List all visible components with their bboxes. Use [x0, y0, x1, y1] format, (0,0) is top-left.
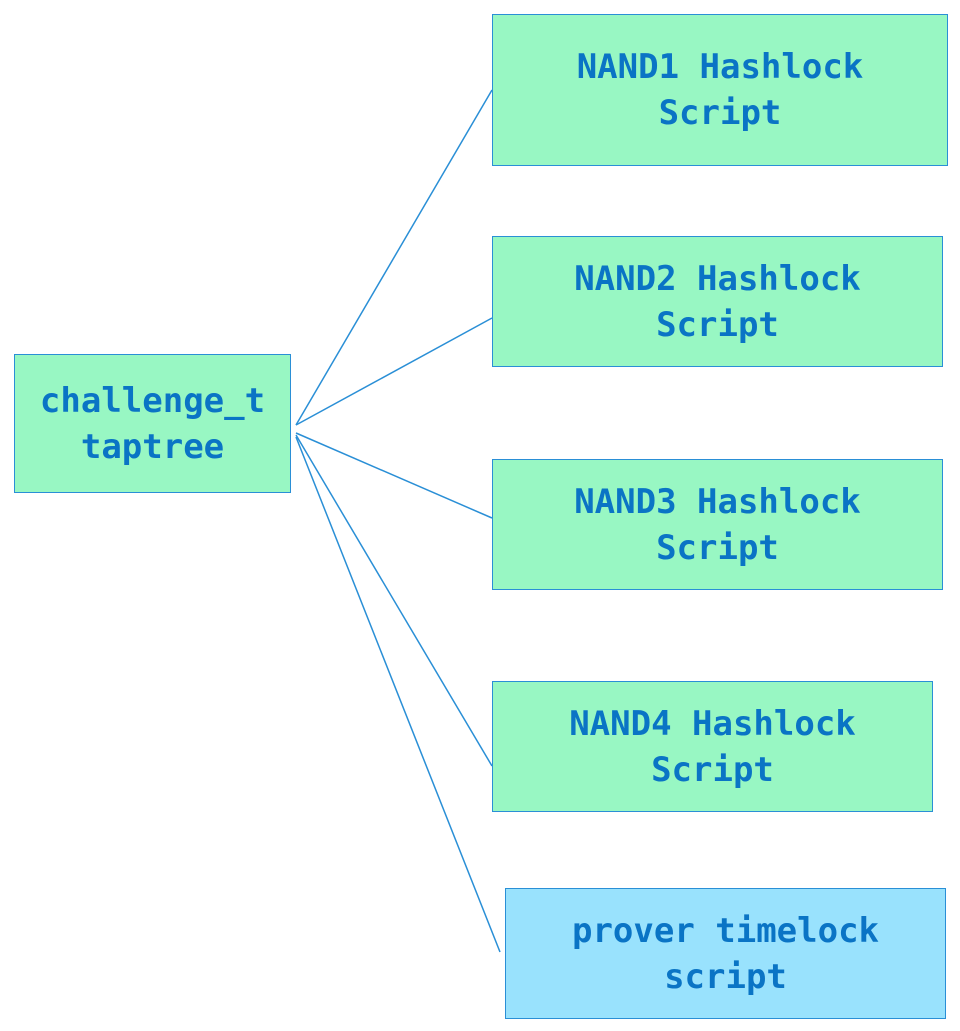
node-label-line2: Script: [656, 527, 779, 568]
node-label-line2: Script: [658, 93, 782, 133]
edge-root-nand4: [295, 434, 493, 767]
nand1-hashlock-script-node: NAND1 Hashlock Script: [492, 14, 948, 166]
node-label-line2: script: [664, 956, 787, 997]
edge-root-nand1: [295, 89, 493, 426]
node-label-line1: NAND1 Hashlock: [576, 47, 864, 87]
nand3-hashlock-script-node: NAND3 Hashlock Script: [492, 459, 943, 590]
node-label-line2: Script: [656, 304, 779, 345]
nand2-hashlock-script-node: NAND2 Hashlock Script: [492, 236, 943, 367]
challenge-taptree-node: challenge_t taptree: [14, 354, 291, 493]
node-label-line1: prover timelock: [571, 910, 880, 951]
node-label-line1: NAND4 Hashlock: [569, 703, 856, 744]
node-label-line2: Script: [651, 749, 774, 790]
prover-timelock-script-node: prover timelock script: [505, 888, 946, 1019]
nand4-hashlock-script-node: NAND4 Hashlock Script: [492, 681, 933, 812]
edge-root-nand2: [295, 317, 493, 426]
node-label-line1: NAND3 Hashlock: [574, 481, 861, 522]
edge-root-nand3: [295, 432, 493, 519]
node-label-line1: challenge_t: [39, 380, 266, 421]
edge-root-timelock: [295, 436, 501, 953]
node-label-line2: taptree: [80, 426, 225, 467]
node-label-line1: NAND2 Hashlock: [574, 258, 861, 299]
